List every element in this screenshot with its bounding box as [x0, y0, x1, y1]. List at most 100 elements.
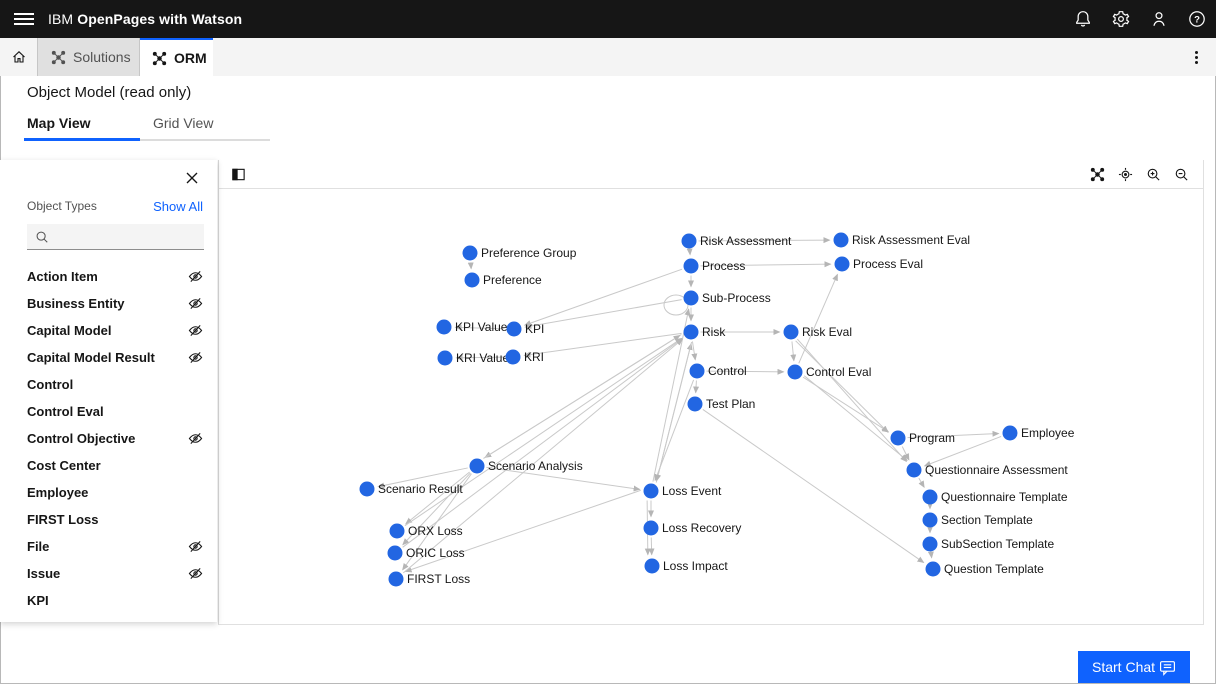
zoom-fit-icon [1118, 167, 1132, 181]
overview-network-button[interactable] [1083, 160, 1111, 188]
zoom-out-button[interactable] [1167, 160, 1195, 188]
graph-node-st[interactable] [922, 512, 938, 528]
tab-home[interactable] [0, 38, 38, 76]
side-panel-toggle-button[interactable] [224, 160, 252, 188]
menu-icon[interactable] [0, 0, 48, 38]
object-type-row-capital-model-result[interactable]: Capital Model Result [0, 344, 217, 371]
object-type-row-control[interactable]: Control [0, 371, 217, 398]
edge-first-risk [402, 338, 683, 574]
notifications-button[interactable] [1064, 0, 1102, 38]
edge-le-sp [652, 308, 691, 482]
object-type-row-cost-center[interactable]: Cost Center [0, 452, 217, 479]
graph-node-pg[interactable] [462, 245, 478, 261]
graph-node-rae[interactable] [833, 232, 849, 248]
edge-proc-kpi [523, 268, 683, 326]
graph-node-pe[interactable] [834, 256, 850, 272]
view-off-icon[interactable] [188, 350, 203, 365]
object-type-row-employee[interactable]: Employee [0, 479, 217, 506]
graph-node-proc[interactable] [683, 258, 699, 274]
graph-node-pref[interactable] [464, 272, 480, 288]
start-chat-label: Start Chat [1092, 659, 1156, 675]
graph-node-li[interactable] [644, 558, 660, 574]
graph-node-ce[interactable] [787, 364, 803, 380]
graph-node-label-emp: Employee [1021, 426, 1075, 440]
search-input[interactable] [55, 229, 195, 244]
graph-node-kri[interactable] [505, 349, 521, 365]
graph-node-tp[interactable] [687, 396, 703, 412]
object-type-row-file[interactable]: File [0, 533, 217, 560]
object-type-row-business-entity[interactable]: Business Entity [0, 290, 217, 317]
object-type-row-first-loss[interactable]: FIRST Loss [0, 506, 217, 533]
page-title: Object Model (read only) [27, 84, 192, 101]
graph-node-sp[interactable] [683, 290, 699, 306]
graph-node-oric[interactable] [387, 545, 403, 561]
graph-node-orx[interactable] [389, 523, 405, 539]
graph-node-emp[interactable] [1002, 425, 1018, 441]
zoom-in-button[interactable] [1139, 160, 1167, 188]
object-type-row-control-eval[interactable]: Control Eval [0, 398, 217, 425]
graph-node-first[interactable] [388, 571, 404, 587]
graph-node-label-ctrl: Control [708, 364, 747, 378]
object-type-row-kpi[interactable]: KPI [0, 587, 217, 614]
object-type-row-capital-model[interactable]: Capital Model [0, 317, 217, 344]
view-off-icon[interactable] [188, 296, 203, 311]
model-network-icon [51, 50, 66, 64]
graph-node-qa[interactable] [906, 462, 922, 478]
graph-node-label-le: Loss Event [662, 484, 722, 498]
tab-orm[interactable]: ORM [140, 38, 213, 76]
graph-node-sr[interactable] [359, 481, 375, 497]
panel-close-button[interactable] [181, 167, 203, 189]
view-off-icon[interactable] [188, 323, 203, 338]
graph-node-ctrl[interactable] [689, 363, 705, 379]
object-type-label: Cost Center [27, 458, 101, 473]
graph-node-ra[interactable] [681, 233, 697, 249]
graph-node-sst[interactable] [922, 536, 938, 552]
tab-grid-view[interactable]: Grid View [140, 112, 270, 141]
graph-node-label-li: Loss Impact [663, 559, 728, 573]
graph-node-sa[interactable] [469, 458, 485, 474]
graph-node-kpiv[interactable] [436, 319, 452, 335]
graph-node-prog[interactable] [890, 430, 906, 446]
object-type-row-control-objective[interactable]: Control Objective [0, 425, 217, 452]
tab-solutions[interactable]: Solutions [38, 38, 140, 76]
graph-node-label-risk: Risk [702, 325, 726, 339]
graph-node-risk[interactable] [683, 324, 699, 340]
settings-button[interactable] [1102, 0, 1140, 38]
view-off-icon[interactable] [188, 566, 203, 581]
graph-node-kpi[interactable] [506, 321, 522, 337]
zoom-fit-button[interactable] [1111, 160, 1139, 188]
help-button[interactable]: ? [1178, 0, 1216, 38]
graph-node-le[interactable] [643, 483, 659, 499]
graph-node-lr[interactable] [643, 520, 659, 536]
graph-node-re[interactable] [783, 324, 799, 340]
show-all-link[interactable]: Show All [153, 198, 203, 214]
graph-node-label-pref: Preference [483, 273, 542, 287]
object-type-search[interactable] [27, 224, 204, 250]
graph-node-qt[interactable] [922, 489, 938, 505]
graph-node-label-prog: Program [909, 431, 955, 445]
grid-view-label: Grid View [153, 115, 214, 131]
object-type-row-issue[interactable]: Issue [0, 560, 217, 587]
bell-icon [1076, 11, 1090, 27]
edge-risk-ctrl [691, 341, 698, 361]
graph-node-qnt[interactable] [925, 561, 941, 577]
close-icon [186, 172, 198, 184]
start-chat-button[interactable]: Start Chat [1078, 651, 1190, 683]
edge-emp-qa [923, 435, 1002, 467]
view-off-icon[interactable] [188, 431, 203, 446]
tab-map-view[interactable]: Map View [24, 112, 140, 141]
view-off-icon[interactable] [188, 269, 203, 284]
graph-node-label-orx: ORX Loss [408, 524, 463, 538]
user-profile-button[interactable] [1140, 0, 1178, 38]
overflow-menu-button[interactable] [1176, 38, 1216, 76]
view-off-icon[interactable] [188, 539, 203, 554]
edge-oric-risk [402, 338, 683, 548]
object-type-row-action-item[interactable]: Action Item [0, 263, 217, 290]
object-type-label: Control Objective [27, 431, 136, 446]
edge-sa-oric [402, 472, 471, 546]
edge-sa-risk [483, 335, 681, 459]
graph-node-kriv[interactable] [437, 350, 453, 366]
